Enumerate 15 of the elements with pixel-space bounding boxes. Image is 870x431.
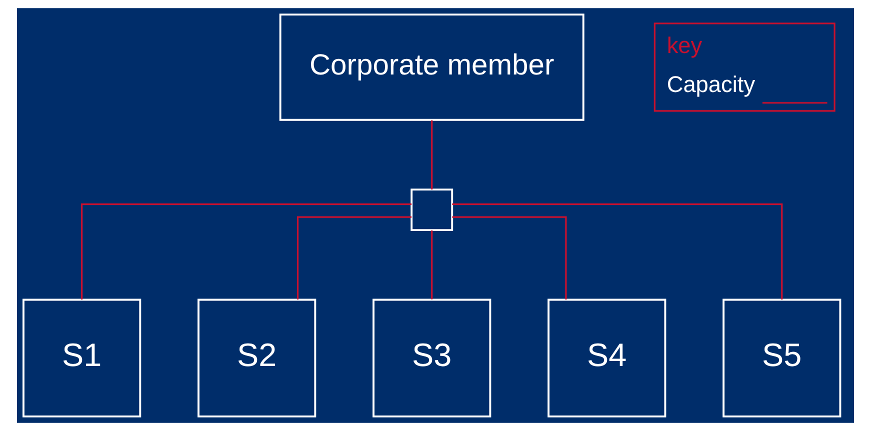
- node-box: S2: [197, 298, 316, 418]
- connector: [80, 203, 412, 300]
- connector: [452, 216, 566, 300]
- node-box: [410, 188, 453, 232]
- connector: [452, 203, 782, 300]
- connector: [430, 120, 432, 190]
- node-box: S3: [372, 298, 491, 418]
- node-box: S1: [22, 298, 141, 418]
- label: key: [666, 32, 702, 58]
- legend-label: Capacity: [666, 70, 755, 97]
- node-box: S4: [547, 298, 666, 418]
- node-box: S5: [722, 298, 841, 418]
- node-box: Corporate member: [278, 14, 584, 121]
- connector: [296, 216, 411, 300]
- connector: [430, 230, 432, 300]
